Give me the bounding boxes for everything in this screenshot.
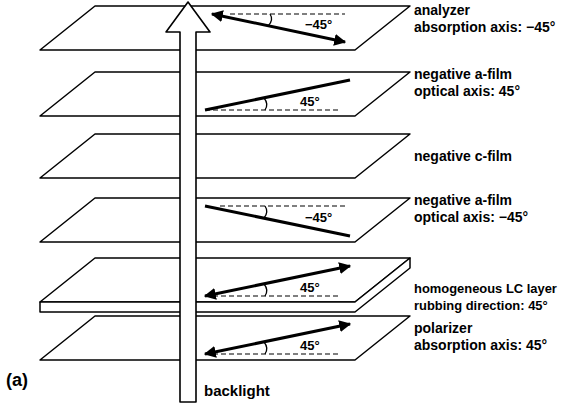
rubbing-direction	[205, 266, 350, 296]
angle-arc	[264, 284, 267, 296]
absorption-axis	[205, 324, 350, 354]
polarizer-plane	[40, 316, 410, 360]
source-label: backlight	[204, 382, 270, 399]
light-arrow	[166, 2, 210, 402]
reference-line	[205, 295, 340, 296]
layer-label: polarizer absorption axis: 45°	[414, 320, 547, 354]
reference-line	[230, 13, 345, 14]
lc-layer-side	[40, 258, 410, 312]
reference-line	[205, 109, 340, 110]
angle-label: −45°	[305, 209, 332, 226]
angle-arc	[264, 206, 267, 218]
a-film-plane	[40, 198, 410, 242]
angle-arc	[268, 14, 272, 26]
panel-label: (a)	[6, 372, 28, 389]
reference-line	[220, 205, 345, 206]
layer-label: negative c-film	[414, 148, 512, 165]
absorption-axis	[212, 14, 345, 42]
angle-arc	[264, 98, 267, 110]
layer-label: homogeneous LC layer rubbing direction: …	[414, 280, 557, 314]
layer-label: negative a-film optical axis: −45°	[414, 192, 528, 226]
optical-axis	[205, 80, 350, 110]
angle-label: 45°	[300, 337, 320, 354]
c-film-plane	[40, 134, 410, 178]
reference-line	[205, 353, 340, 354]
layer-label: analyzer absorption axis: −45°	[414, 2, 555, 36]
angle-label: −45°	[305, 16, 332, 33]
angle-label: 45°	[300, 93, 320, 110]
angle-label: 45°	[300, 279, 320, 296]
a-film-plane	[40, 72, 410, 116]
lc-layer-top	[40, 258, 410, 302]
angle-arc	[264, 342, 267, 354]
analyzer-plane	[40, 6, 410, 50]
optical-axis	[205, 206, 350, 236]
layer-label: negative a-film optical axis: 45°	[414, 66, 520, 100]
